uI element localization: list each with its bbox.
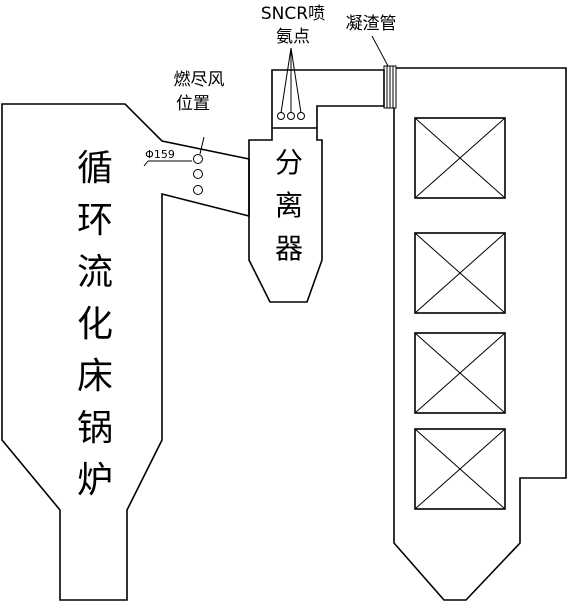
boiler-label-char-1: 循 <box>77 148 113 189</box>
separator-label-char-2: 离 <box>275 189 303 222</box>
dimension-label: Φ159 <box>145 148 175 161</box>
separator-label-char-1: 分 <box>275 146 303 179</box>
slag-screen-tubes <box>371 35 397 109</box>
overfire-air-ports <box>143 136 205 195</box>
boiler-label-char-2: 环 <box>77 200 113 241</box>
sncr-label-line1: SNCR喷 <box>261 4 325 24</box>
boiler-label-char-6: 锅 <box>77 408 113 449</box>
heat-exchanger-1 <box>414 117 506 199</box>
boiler-label-char-5: 床 <box>77 356 113 397</box>
separator-outline <box>248 127 323 303</box>
separator-label-char-3: 器 <box>275 232 303 265</box>
heat-exchanger-4 <box>414 428 506 510</box>
boiler-label-char-3: 流 <box>77 252 113 293</box>
boiler-label-char-4: 化 <box>77 304 113 345</box>
separator-label: 分 离 器 <box>275 146 303 265</box>
heat-exchanger-2 <box>414 232 506 314</box>
overfire-label-line2: 位置 <box>176 94 210 114</box>
overfire-label-line1: 燃尽风 <box>174 70 225 90</box>
boiler-label-char-7: 炉 <box>77 460 113 501</box>
heat-exchanger-3 <box>414 332 506 414</box>
sncr-label-line2: 氨点 <box>276 27 310 47</box>
back-pass-outline <box>393 67 567 601</box>
furnace-outline <box>1 103 250 601</box>
slag-screen-label: 凝渣管 <box>346 14 397 34</box>
boiler-label: 循 环 流 化 床 锅 炉 <box>77 148 113 501</box>
sncr-injection-points <box>277 47 305 120</box>
